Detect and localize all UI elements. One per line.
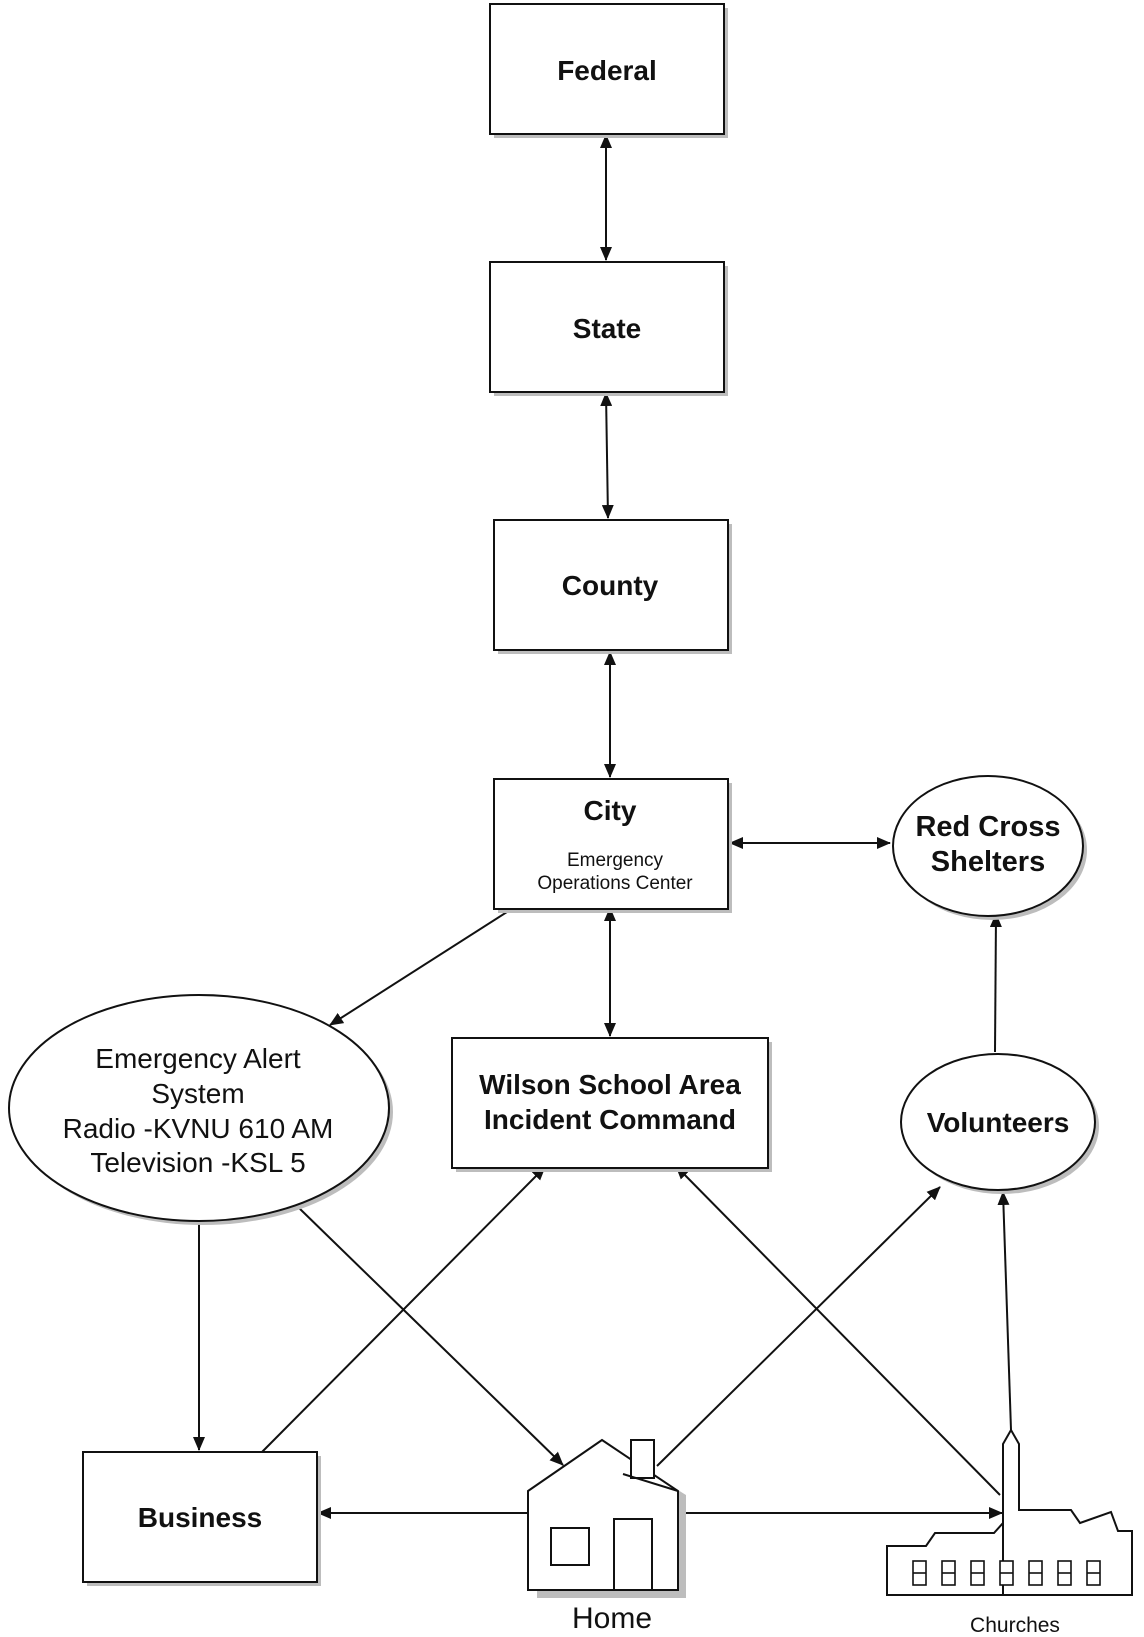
eas-line4: Television -KSL 5 (90, 1147, 305, 1178)
wilson-line2: Incident Command (484, 1104, 736, 1135)
federal-node: Federal (489, 3, 728, 138)
federal-label: Federal (557, 55, 657, 86)
wilson-line1: Wilson School Area (479, 1069, 741, 1100)
red-cross-line1: Red Cross (915, 811, 1060, 843)
churches-label: Churches (970, 1614, 1060, 1637)
edge-churches-wilson (675, 1165, 1001, 1496)
eas-line2: System (151, 1078, 244, 1109)
county-node: County (493, 519, 732, 654)
volunteers-label: Volunteers (927, 1107, 1070, 1138)
eas-line1: Emergency Alert (95, 1043, 301, 1074)
state-label: State (573, 313, 641, 344)
edge-volunteers-redcross (989, 913, 1002, 1053)
home-node: Home (527, 1438, 686, 1635)
city-node: City Emergency Operations Center (493, 778, 732, 913)
edge-state-county (600, 392, 614, 519)
city-sublabel-line1: Emergency (567, 850, 664, 871)
county-label: County (562, 570, 659, 601)
churches-node: Churches (886, 1427, 1133, 1637)
business-label: Business (138, 1502, 263, 1533)
church-icon (886, 1427, 1133, 1596)
edge-city-eas (329, 909, 511, 1026)
house-icon (527, 1438, 686, 1598)
edge-eas-home (297, 1206, 564, 1466)
edge-churches-volunteers (997, 1191, 1012, 1431)
business-node: Business (82, 1451, 321, 1586)
emergency-alert-system-node: Emergency Alert System Radio -KVNU 610 A… (8, 994, 393, 1225)
wilson-incident-command-node: Wilson School Area Incident Command (451, 1037, 772, 1172)
state-node: State (489, 261, 728, 396)
city-sublabel-line2: Operations Center (537, 873, 693, 894)
edge-business-wilson (261, 1166, 546, 1453)
red-cross-line2: Shelters (931, 846, 1045, 878)
home-label: Home (572, 1602, 652, 1635)
edge-home-volunteers (656, 1186, 941, 1467)
city-label: City (584, 795, 637, 826)
red-cross-shelters-node: Red Cross Shelters (892, 775, 1087, 920)
volunteers-node: Volunteers (900, 1053, 1099, 1194)
eas-line3: Radio -KVNU 610 AM (63, 1113, 334, 1144)
